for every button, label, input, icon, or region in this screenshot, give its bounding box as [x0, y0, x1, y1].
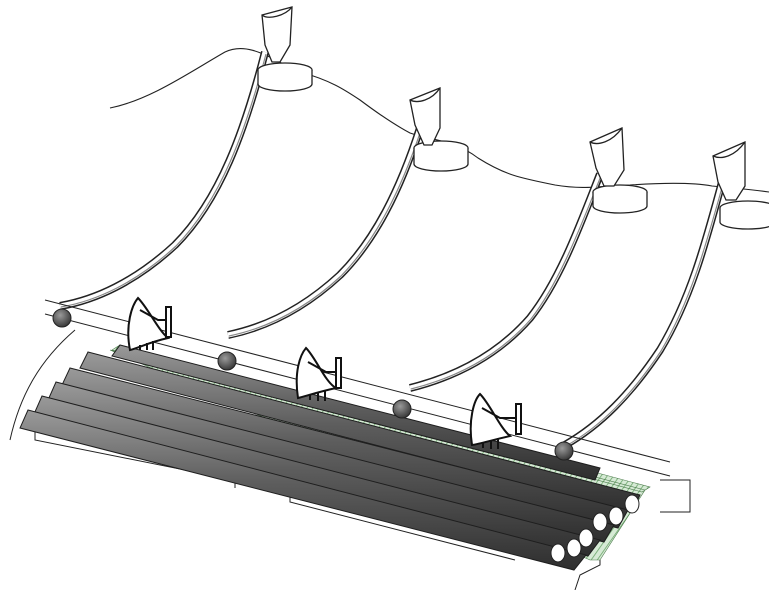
dispenser-1 — [258, 7, 312, 91]
hose-3 — [410, 174, 600, 388]
dispenser-2 — [410, 88, 468, 171]
hose-1 — [60, 52, 265, 306]
sensor-dot-3 — [393, 400, 411, 418]
pipe-bundle — [20, 345, 640, 570]
sensor-dot-4 — [555, 442, 573, 460]
hose-2 — [228, 128, 420, 335]
dispenser-3 — [590, 128, 647, 213]
dispenser-4 — [713, 142, 769, 229]
sensor-dot-2 — [218, 352, 236, 370]
sensor-dot-1 — [53, 309, 71, 327]
hose-4 — [565, 182, 722, 445]
antenna-icon-1 — [128, 298, 171, 350]
dispensers — [258, 7, 769, 229]
